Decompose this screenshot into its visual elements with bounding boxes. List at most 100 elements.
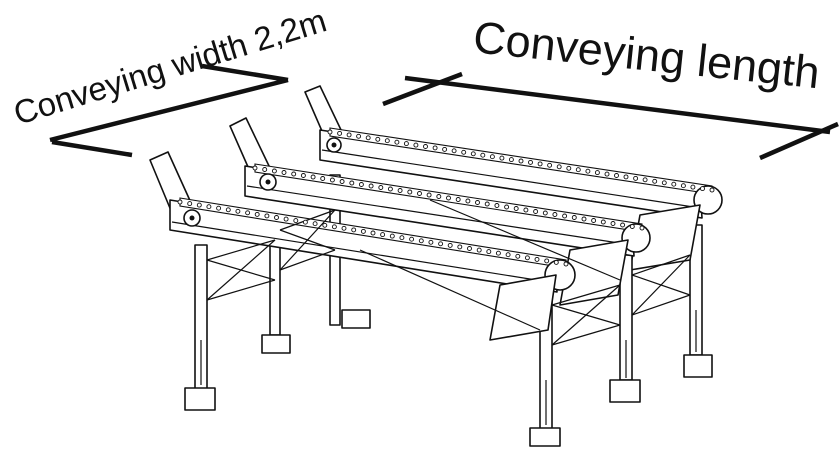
chain-link bbox=[293, 218, 299, 224]
chain-link bbox=[432, 145, 438, 151]
chain-link bbox=[426, 192, 432, 198]
chain-link bbox=[206, 204, 212, 210]
chain-link bbox=[499, 155, 505, 161]
chain-link bbox=[442, 146, 448, 152]
chain-link bbox=[513, 206, 519, 211]
chain-link bbox=[528, 159, 533, 165]
chain-link bbox=[187, 201, 193, 207]
chain-link bbox=[585, 168, 591, 174]
chain-link bbox=[320, 176, 326, 181]
chain-link bbox=[610, 221, 616, 226]
chain-link bbox=[368, 183, 374, 189]
chain-link bbox=[489, 154, 495, 160]
chain-link bbox=[446, 195, 451, 201]
chain-link bbox=[552, 212, 558, 217]
chain-link bbox=[534, 256, 540, 262]
chain-link bbox=[351, 227, 357, 233]
chain-link bbox=[494, 203, 500, 208]
chain-link bbox=[387, 186, 393, 192]
chain-links bbox=[177, 129, 715, 267]
chain-link bbox=[283, 216, 289, 222]
chain-link bbox=[600, 219, 606, 225]
chain-link bbox=[709, 187, 715, 193]
chain-link bbox=[384, 138, 390, 144]
chain-link bbox=[291, 171, 297, 177]
chain-link bbox=[523, 207, 529, 213]
chain-link bbox=[399, 235, 405, 241]
chain-link bbox=[423, 144, 428, 149]
chain-link bbox=[467, 246, 472, 251]
chain-link bbox=[457, 244, 463, 250]
chain-link bbox=[339, 179, 345, 184]
chain-link bbox=[235, 208, 241, 214]
chain-link bbox=[518, 158, 524, 164]
chain-link bbox=[562, 213, 568, 219]
chain-link bbox=[196, 202, 202, 208]
chain-link bbox=[403, 141, 409, 147]
chain-link bbox=[661, 180, 667, 186]
chain-link bbox=[620, 222, 626, 228]
chain-link bbox=[370, 230, 376, 236]
chain-link bbox=[629, 224, 635, 229]
chain-link bbox=[302, 219, 308, 225]
chain-link bbox=[470, 151, 476, 157]
chain-link bbox=[690, 184, 696, 190]
chain-link bbox=[254, 211, 260, 217]
chain-link bbox=[365, 135, 371, 141]
chain-link bbox=[566, 165, 572, 171]
chain-link bbox=[451, 148, 457, 154]
chain-link bbox=[594, 170, 600, 176]
chain-link bbox=[571, 215, 577, 220]
chain-link bbox=[428, 239, 434, 245]
chain-link bbox=[623, 174, 629, 180]
chain-link bbox=[262, 167, 268, 172]
chain-link bbox=[484, 201, 490, 207]
chain-link bbox=[533, 209, 539, 214]
width-dimension bbox=[49, 63, 289, 158]
chain-link bbox=[397, 188, 403, 193]
chain-link bbox=[508, 157, 514, 163]
chain-link bbox=[476, 247, 482, 253]
chain-link bbox=[407, 189, 413, 195]
chain-link bbox=[349, 180, 355, 186]
chain-link bbox=[515, 253, 521, 259]
chain-link bbox=[356, 133, 362, 139]
chain-link bbox=[274, 215, 279, 220]
chain-link bbox=[505, 252, 511, 258]
chain-link bbox=[524, 255, 530, 261]
chain-link bbox=[436, 194, 442, 199]
chain-link bbox=[504, 204, 510, 210]
chain-link bbox=[216, 205, 222, 211]
chain-link bbox=[264, 213, 270, 219]
chain-link bbox=[417, 191, 422, 196]
chain-link bbox=[225, 207, 231, 213]
chain-link bbox=[553, 259, 559, 265]
chain-link bbox=[563, 261, 569, 267]
chain-link bbox=[495, 250, 501, 256]
chain-link bbox=[418, 238, 424, 244]
chain-link bbox=[461, 149, 467, 155]
chain-link bbox=[300, 173, 306, 178]
chain-link bbox=[447, 242, 453, 248]
chain-link bbox=[375, 136, 381, 142]
chain-link bbox=[671, 181, 677, 187]
chain-link bbox=[310, 174, 316, 180]
chain-link bbox=[480, 152, 486, 158]
chain-link bbox=[337, 130, 343, 136]
chain-link bbox=[327, 129, 333, 135]
support-frame bbox=[200, 199, 697, 425]
chain-link bbox=[394, 139, 400, 145]
chain-link bbox=[341, 225, 347, 231]
conveying-width-label: Conveying width 2,2m bbox=[9, 1, 330, 131]
chain-link bbox=[455, 197, 461, 202]
length-dimension bbox=[382, 71, 839, 161]
chain-link bbox=[465, 198, 471, 204]
chain-link bbox=[409, 236, 415, 242]
chain-link bbox=[652, 178, 658, 184]
chain-link bbox=[438, 241, 444, 247]
chain-link bbox=[486, 249, 492, 255]
chain-link bbox=[177, 199, 183, 205]
chain-link bbox=[542, 210, 548, 216]
chain-link bbox=[581, 216, 587, 222]
chain-link bbox=[331, 224, 337, 230]
